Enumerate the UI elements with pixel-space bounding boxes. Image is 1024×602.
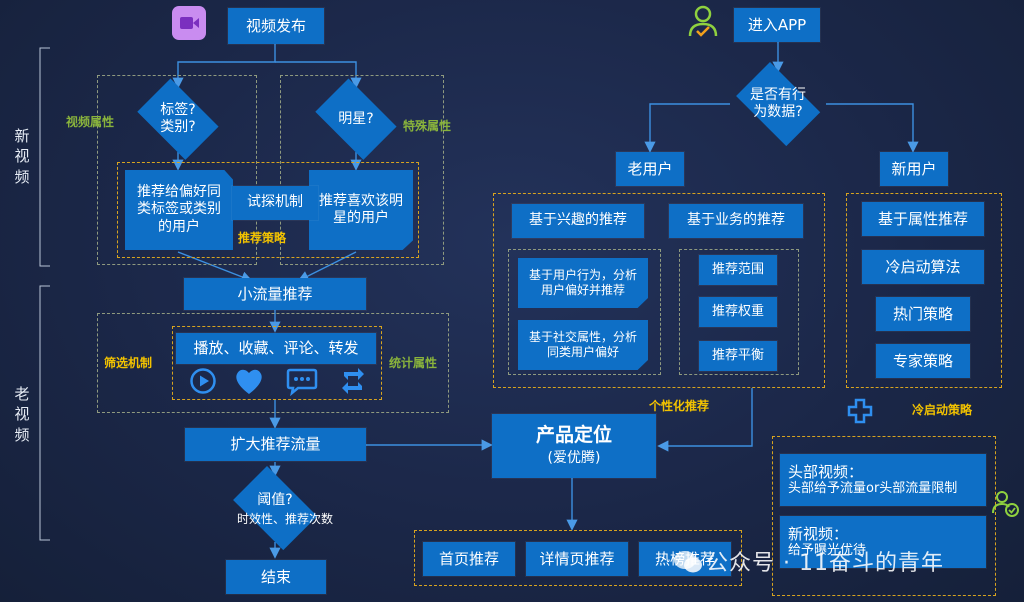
end-box: 结束 [226, 560, 326, 594]
actions-region [172, 326, 382, 400]
medical-cross-icon [847, 398, 873, 428]
cold-strategy-label: 冷启动策略 [912, 403, 973, 417]
wechat-icon [672, 548, 704, 580]
small-traffic-box: 小流量推荐 [184, 278, 366, 310]
head-video-box: 头部视频： 头部给予流量or头部流量限制 [780, 454, 986, 506]
new-video-policy-box: 新视频： 给予曝光优待 [780, 516, 986, 568]
user-check-icon [687, 4, 719, 42]
tag-category-text: 标签?类别? [160, 102, 196, 135]
cold-algo-box: 冷启动算法 [862, 250, 984, 284]
head-video-region [772, 436, 996, 596]
detail-rec-box: 详情页推荐 [526, 542, 628, 576]
cold-start-region [846, 193, 1002, 388]
personalized-region [493, 193, 825, 388]
rec-pages-region [414, 530, 742, 586]
rec-scope-box: 推荐范围 [699, 255, 777, 285]
special-attr-label: 特殊属性 [403, 119, 452, 133]
rec-strategy-label: 推荐策略 [238, 231, 287, 245]
comment-icon [286, 366, 318, 400]
new-video-title: 新视频： [788, 524, 849, 543]
old-user-box: 老用户 [616, 152, 684, 186]
video-attr-label: 视频属性 [66, 115, 115, 129]
behavior-analysis-box: 基于用户行为，分析用户偏好并推荐 [518, 258, 648, 308]
new-user-box: 新用户 [880, 152, 948, 186]
watermark-text: 公众号 · 11奋斗的青年 [706, 551, 944, 576]
home-rec-box: 首页推荐 [423, 542, 515, 576]
business-rec-box: 基于业务的推荐 [669, 204, 803, 238]
product-position-sub: (爱优腾) [547, 450, 601, 467]
product-position-box: 产品定位 (爱优腾) [492, 414, 656, 478]
filter-label: 筛选机制 [104, 356, 153, 370]
personalized-label: 个性化推荐 [649, 399, 710, 413]
attr-rec-box: 基于属性推荐 [862, 202, 984, 236]
social-analysis-box: 基于社交属性，分析同类用户偏好 [518, 320, 648, 370]
has-data-decision: 是否有行为数据? [728, 70, 828, 138]
video-attr-region [97, 75, 257, 265]
rec-balance-box: 推荐平衡 [699, 341, 777, 371]
video-publish-box: 视频发布 [228, 8, 324, 44]
business-sub-region [679, 249, 799, 375]
video-icon [172, 6, 206, 40]
threshold-subtext: 时效性、推荐次数 [236, 512, 333, 526]
play-icon [189, 367, 217, 399]
rec-strategy-region [117, 162, 419, 258]
interest-sub-region [508, 249, 661, 375]
has-data-text: 是否有行为数据? [750, 87, 806, 120]
head-video-title: 头部视频： [788, 462, 864, 481]
user-badge-icon [990, 488, 1020, 522]
new-video-desc: 给予曝光优待 [788, 543, 867, 559]
product-position-title: 产品定位 [535, 424, 612, 447]
expand-traffic-box: 扩大推荐流量 [185, 428, 366, 461]
threshold-title: 阈值? [257, 491, 293, 508]
heart-icon [233, 366, 265, 400]
old-video-label: 老视频 [14, 385, 30, 444]
star-decision: 明星? [308, 86, 404, 152]
rec-tag-box: 推荐给偏好同类标签或类别的用户 [125, 170, 233, 250]
enter-app-box: 进入APP [734, 8, 820, 42]
rec-star-box: 推荐喜欢该明星的用户 [309, 170, 413, 250]
star-text: 明星? [338, 110, 374, 127]
expert-strategy-box: 专家策略 [876, 344, 970, 378]
hot-strategy-box: 热门策略 [876, 297, 970, 331]
new-video-label: 新视频 [14, 127, 30, 186]
head-video-desc: 头部给予流量or头部流量限制 [788, 481, 958, 497]
rec-weight-box: 推荐权重 [699, 297, 777, 327]
stats-label: 统计属性 [389, 356, 438, 370]
special-attr-region [280, 75, 444, 265]
share-icon [338, 366, 368, 400]
threshold-decision: 阈值? [225, 474, 325, 542]
interest-rec-box: 基于兴趣的推荐 [512, 204, 644, 238]
filter-region [97, 313, 449, 413]
trial-mechanism-box: 试探机制 [232, 186, 318, 220]
actions-box: 播放、收藏、评论、转发 [176, 333, 376, 364]
tag-category-decision: 标签?类别? [130, 86, 226, 152]
